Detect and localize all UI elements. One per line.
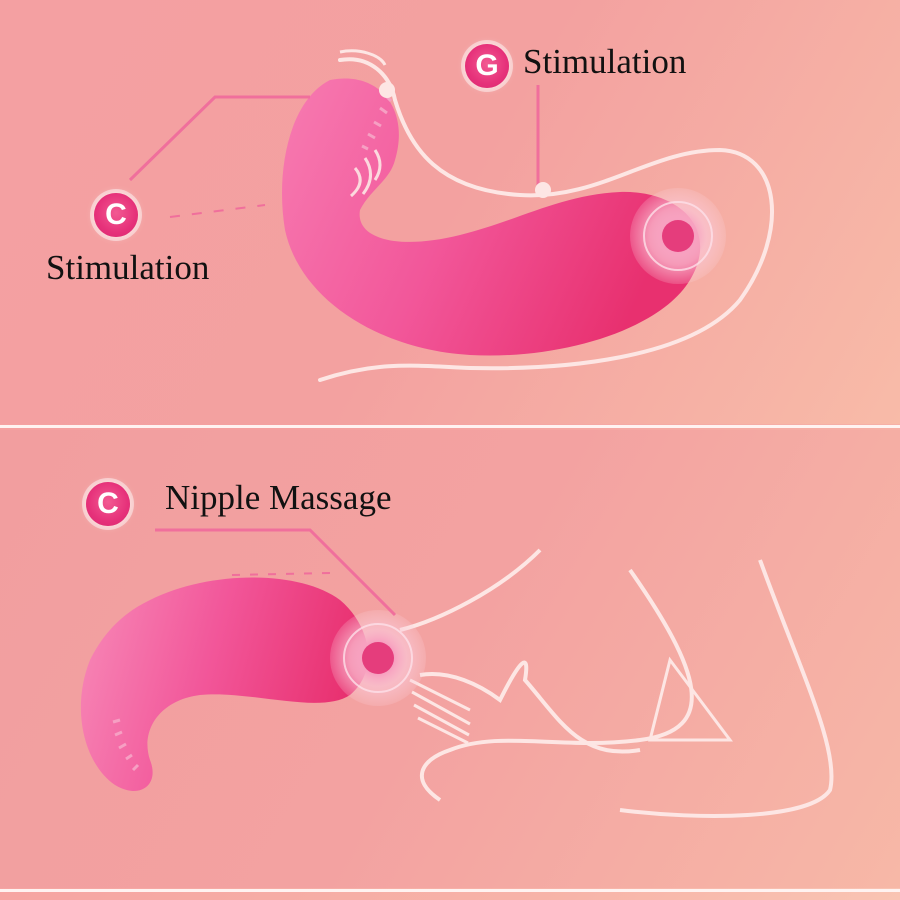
toy-ridges-bottom	[112, 718, 140, 772]
toy-body	[282, 78, 701, 356]
c-badge-top: C	[94, 193, 138, 237]
c-leader-line	[128, 95, 310, 182]
g-leader-dot	[535, 182, 551, 198]
top-illustration	[128, 49, 774, 382]
c-leader-dot	[379, 82, 395, 98]
body-outline-2	[339, 49, 387, 66]
vibration-arcs	[349, 149, 382, 198]
divider-top	[0, 425, 900, 428]
g-badge: G	[465, 44, 509, 88]
c-badge-bottom: C	[86, 482, 130, 526]
armpit-outline	[648, 656, 733, 742]
shoulder-outline	[619, 559, 834, 818]
body-outline	[318, 57, 774, 382]
toy-body-bottom	[80, 577, 369, 791]
top-panel: G Stimulation C Stimulation	[0, 0, 900, 424]
divider-bottom	[0, 889, 900, 892]
nipple-leader-line	[155, 528, 397, 617]
fingers-outline	[409, 678, 471, 745]
toy-ridges	[361, 93, 393, 151]
g-stimulation-label: Stimulation	[523, 42, 687, 81]
bottom-illustration	[80, 528, 834, 818]
arm-outline	[419, 568, 694, 802]
hand-outline	[419, 660, 641, 754]
nipple-massage-label: Nipple Massage	[165, 478, 392, 517]
torso-outline	[399, 548, 542, 632]
c-stimulation-label: Stimulation	[46, 248, 210, 287]
bottom-panel: C Nipple Massage	[0, 430, 900, 888]
